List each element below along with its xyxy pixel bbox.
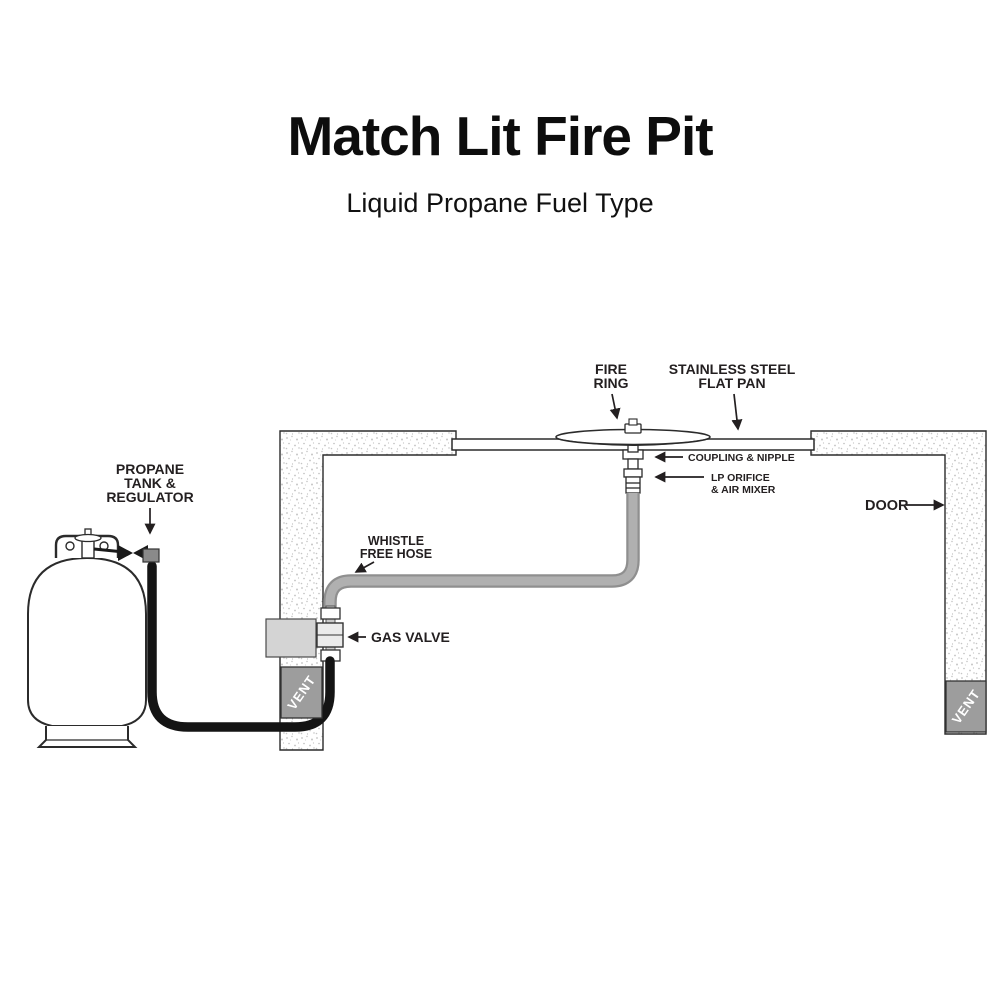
label-door: DOOR xyxy=(865,498,945,514)
label-lp-orifice: LP ORIFICE & AIR MIXER xyxy=(654,471,776,496)
fire-ring xyxy=(555,418,711,453)
propane-tank xyxy=(27,528,147,748)
lp-orifice-label-line1: LP ORIFICE xyxy=(711,472,770,484)
label-coupling-nipple: COUPLING & NIPPLE xyxy=(654,451,795,464)
door-label: DOOR xyxy=(865,498,909,514)
whistle-free-hose-highlight xyxy=(325,493,638,610)
fire-ring-label-line2: RING xyxy=(594,375,629,391)
lp-orifice-label-line2: & AIR MIXER xyxy=(711,484,776,496)
page-title: Match Lit Fire Pit xyxy=(287,105,713,167)
regulator xyxy=(93,545,160,563)
propane-label-line3: REGULATOR xyxy=(106,489,193,505)
coupling-label: COUPLING & NIPPLE xyxy=(688,452,795,464)
whistle-label-line1: WHISTLE xyxy=(368,534,424,548)
propane-label-line2: TANK & xyxy=(124,475,176,491)
gas-valve xyxy=(265,605,344,662)
gas-valve-label: GAS VALVE xyxy=(371,629,450,645)
fire-ring-label-line1: FIRE xyxy=(595,361,627,377)
lp-orifice-air-mixer xyxy=(623,468,643,494)
label-fire-ring: FIRE RING xyxy=(594,361,629,420)
vent-left: VENT xyxy=(280,666,323,719)
coupling-and-nipple xyxy=(622,449,644,470)
flat-pan-label-line1: STAINLESS STEEL xyxy=(669,361,796,377)
propane-supply-hose xyxy=(147,561,335,732)
vent-right: VENT xyxy=(945,680,987,733)
flat-pan-label-line2: FLAT PAN xyxy=(698,375,765,391)
propane-label-line1: PROPANE xyxy=(116,461,184,477)
label-gas-valve: GAS VALVE xyxy=(347,629,450,645)
label-flat-pan: STAINLESS STEEL FLAT PAN xyxy=(669,361,796,431)
page-subtitle: Liquid Propane Fuel Type xyxy=(346,188,654,218)
label-propane-tank: PROPANE TANK & REGULATOR xyxy=(106,461,194,535)
label-whistle-hose: WHISTLE FREE HOSE xyxy=(354,534,432,573)
whistle-label-line2: FREE HOSE xyxy=(360,547,432,561)
